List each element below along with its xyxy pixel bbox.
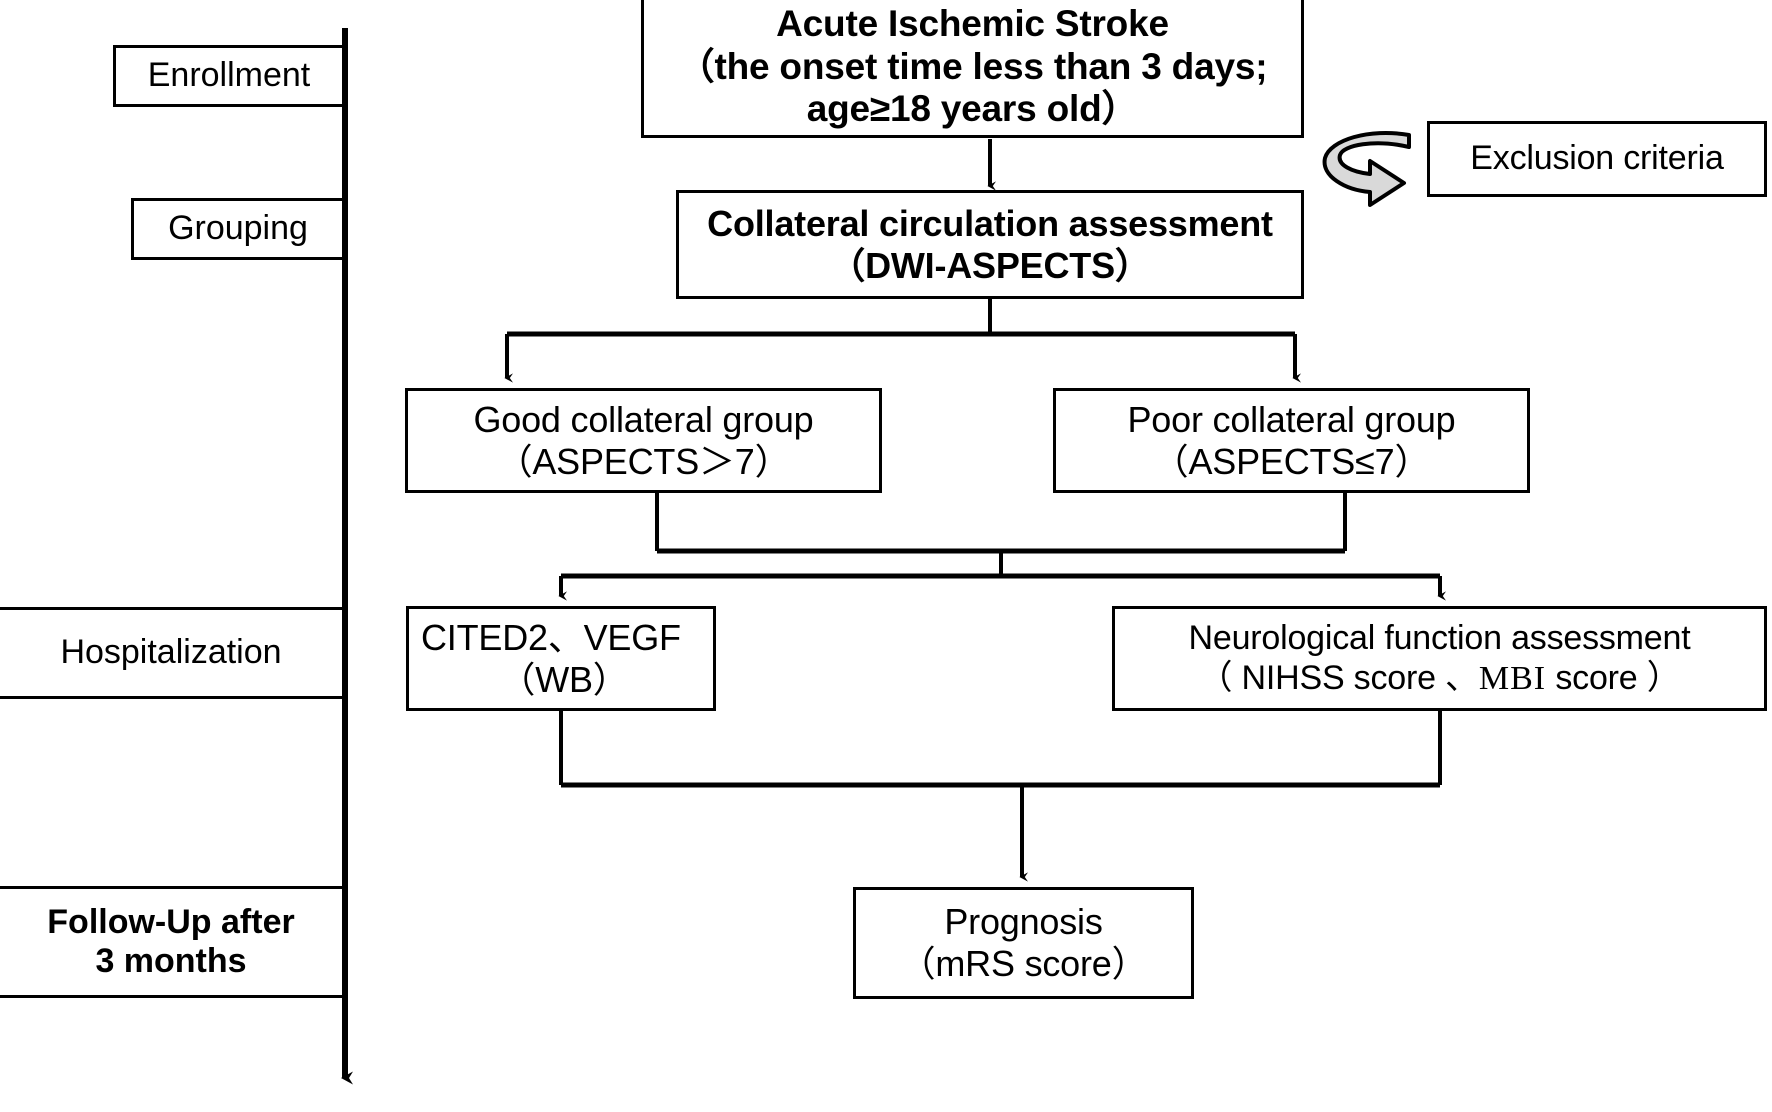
stage-label-text: Enrollment xyxy=(147,56,311,95)
node-line-2: （ASPECTS≤7） xyxy=(1152,440,1431,482)
node-line-2: （mRS score） xyxy=(899,943,1148,984)
stage-label-text: Grouping xyxy=(168,209,308,248)
node-poor-collateral-group[interactable]: Poor collateral group （ASPECTS≤7） xyxy=(1053,388,1530,493)
node-good-collateral-group[interactable]: Good collateral group （ASPECTS＞7） xyxy=(405,388,882,493)
stage-label-enrollment[interactable]: Enrollment xyxy=(113,45,345,107)
stage-label-text-line1: Follow-Up after xyxy=(47,902,295,941)
node-line-2: （ NIHSS score 、MBI score ） xyxy=(1198,659,1680,698)
node-line-2: （WB） xyxy=(499,658,629,700)
node-line-1: Neurological function assessment xyxy=(1188,619,1691,658)
stage-label-followup[interactable]: Follow-Up after 3 months xyxy=(0,886,345,998)
node-line-2: （ASPECTS＞7） xyxy=(496,440,791,482)
edge-collateral-split xyxy=(504,299,1301,383)
stage-label-grouping[interactable]: Grouping xyxy=(131,198,345,260)
stage-label-text: Hospitalization xyxy=(60,633,282,672)
node-line-1: Exclusion criteria xyxy=(1470,139,1724,178)
node-line-1: CITED2、VEGF xyxy=(421,616,681,658)
node-neurological-function-assessment[interactable]: Neurological function assessment （ NIHSS… xyxy=(1112,606,1767,711)
node-line-2-post: score ） xyxy=(1555,658,1681,697)
edge-merge-to-prognosis xyxy=(559,711,1442,882)
node-line-2-pre: （ NIHSS score 、 xyxy=(1198,658,1479,697)
node-line-2: （the onset time less than 3 days; xyxy=(677,45,1268,87)
node-line-1: Collateral circulation assessment xyxy=(707,202,1273,244)
stage-label-text-line2: 3 months xyxy=(95,942,247,980)
node-acute-ischemic-stroke[interactable]: Acute Ischemic Stroke （the onset time le… xyxy=(641,0,1304,138)
edge-groups-merge-split xyxy=(558,493,1446,601)
node-line-3: age≥18 years old） xyxy=(806,88,1139,130)
node-cited2-vegf-wb[interactable]: CITED2、VEGF （WB） xyxy=(406,606,716,711)
exclusion-curved-arrow-icon xyxy=(1322,130,1411,207)
stage-label-hospitalization[interactable]: Hospitalization xyxy=(0,607,345,699)
node-line-1: Prognosis xyxy=(944,901,1103,943)
node-prognosis-mrs-score[interactable]: Prognosis （mRS score） xyxy=(853,887,1194,999)
node-line-1: Good collateral group xyxy=(473,398,814,440)
node-collateral-circulation-assessment[interactable]: Collateral circulation assessment （DWI-A… xyxy=(676,190,1304,299)
node-line-1: Acute Ischemic Stroke xyxy=(776,2,1169,44)
node-line-2: （DWI-ASPECTS） xyxy=(829,244,1151,286)
node-line-2-mono: MBI xyxy=(1478,659,1547,697)
node-line-1: Poor collateral group xyxy=(1127,398,1456,440)
node-exclusion-criteria[interactable]: Exclusion criteria xyxy=(1427,121,1767,197)
